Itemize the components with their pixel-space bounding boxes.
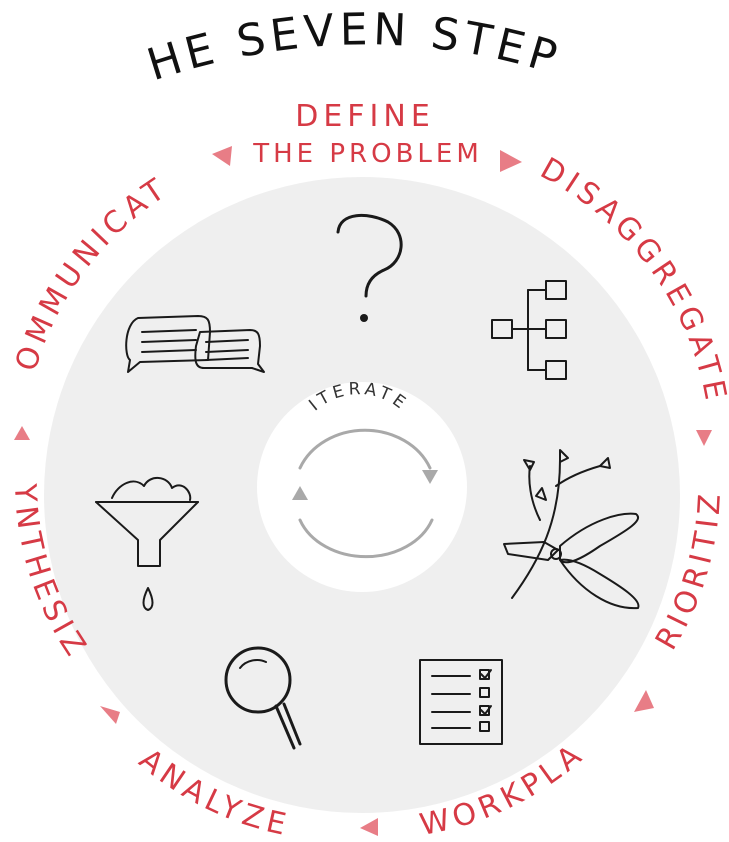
- flow-arrows: [14, 146, 712, 836]
- diagram-title: THE SEVEN STEPS: [0, 0, 567, 91]
- hierarchy-tree-icon: [491, 280, 567, 380]
- inner-hole: [257, 382, 467, 592]
- flow-arrow-icon: [14, 426, 30, 440]
- step-label-the-problem: THE PROBLEM: [252, 139, 483, 169]
- pruning-shears-icon: [503, 449, 640, 610]
- flow-arrow-icon: [212, 146, 232, 166]
- flow-arrow-icon: [696, 430, 712, 446]
- magnifying-glass-icon: [224, 646, 302, 750]
- speech-bubbles-icon: [125, 315, 265, 373]
- question-mark-icon: [336, 213, 403, 322]
- step-label-define: DEFINE: [295, 99, 435, 134]
- flow-arrow-icon: [100, 706, 120, 724]
- flow-arrow-icon: [360, 818, 378, 836]
- flow-arrow-icon: [634, 690, 654, 712]
- funnel-icon: [95, 477, 199, 611]
- flow-arrow-icon: [500, 150, 522, 172]
- checklist-icon: [419, 659, 503, 745]
- cycle-arrows-icon: [292, 428, 438, 559]
